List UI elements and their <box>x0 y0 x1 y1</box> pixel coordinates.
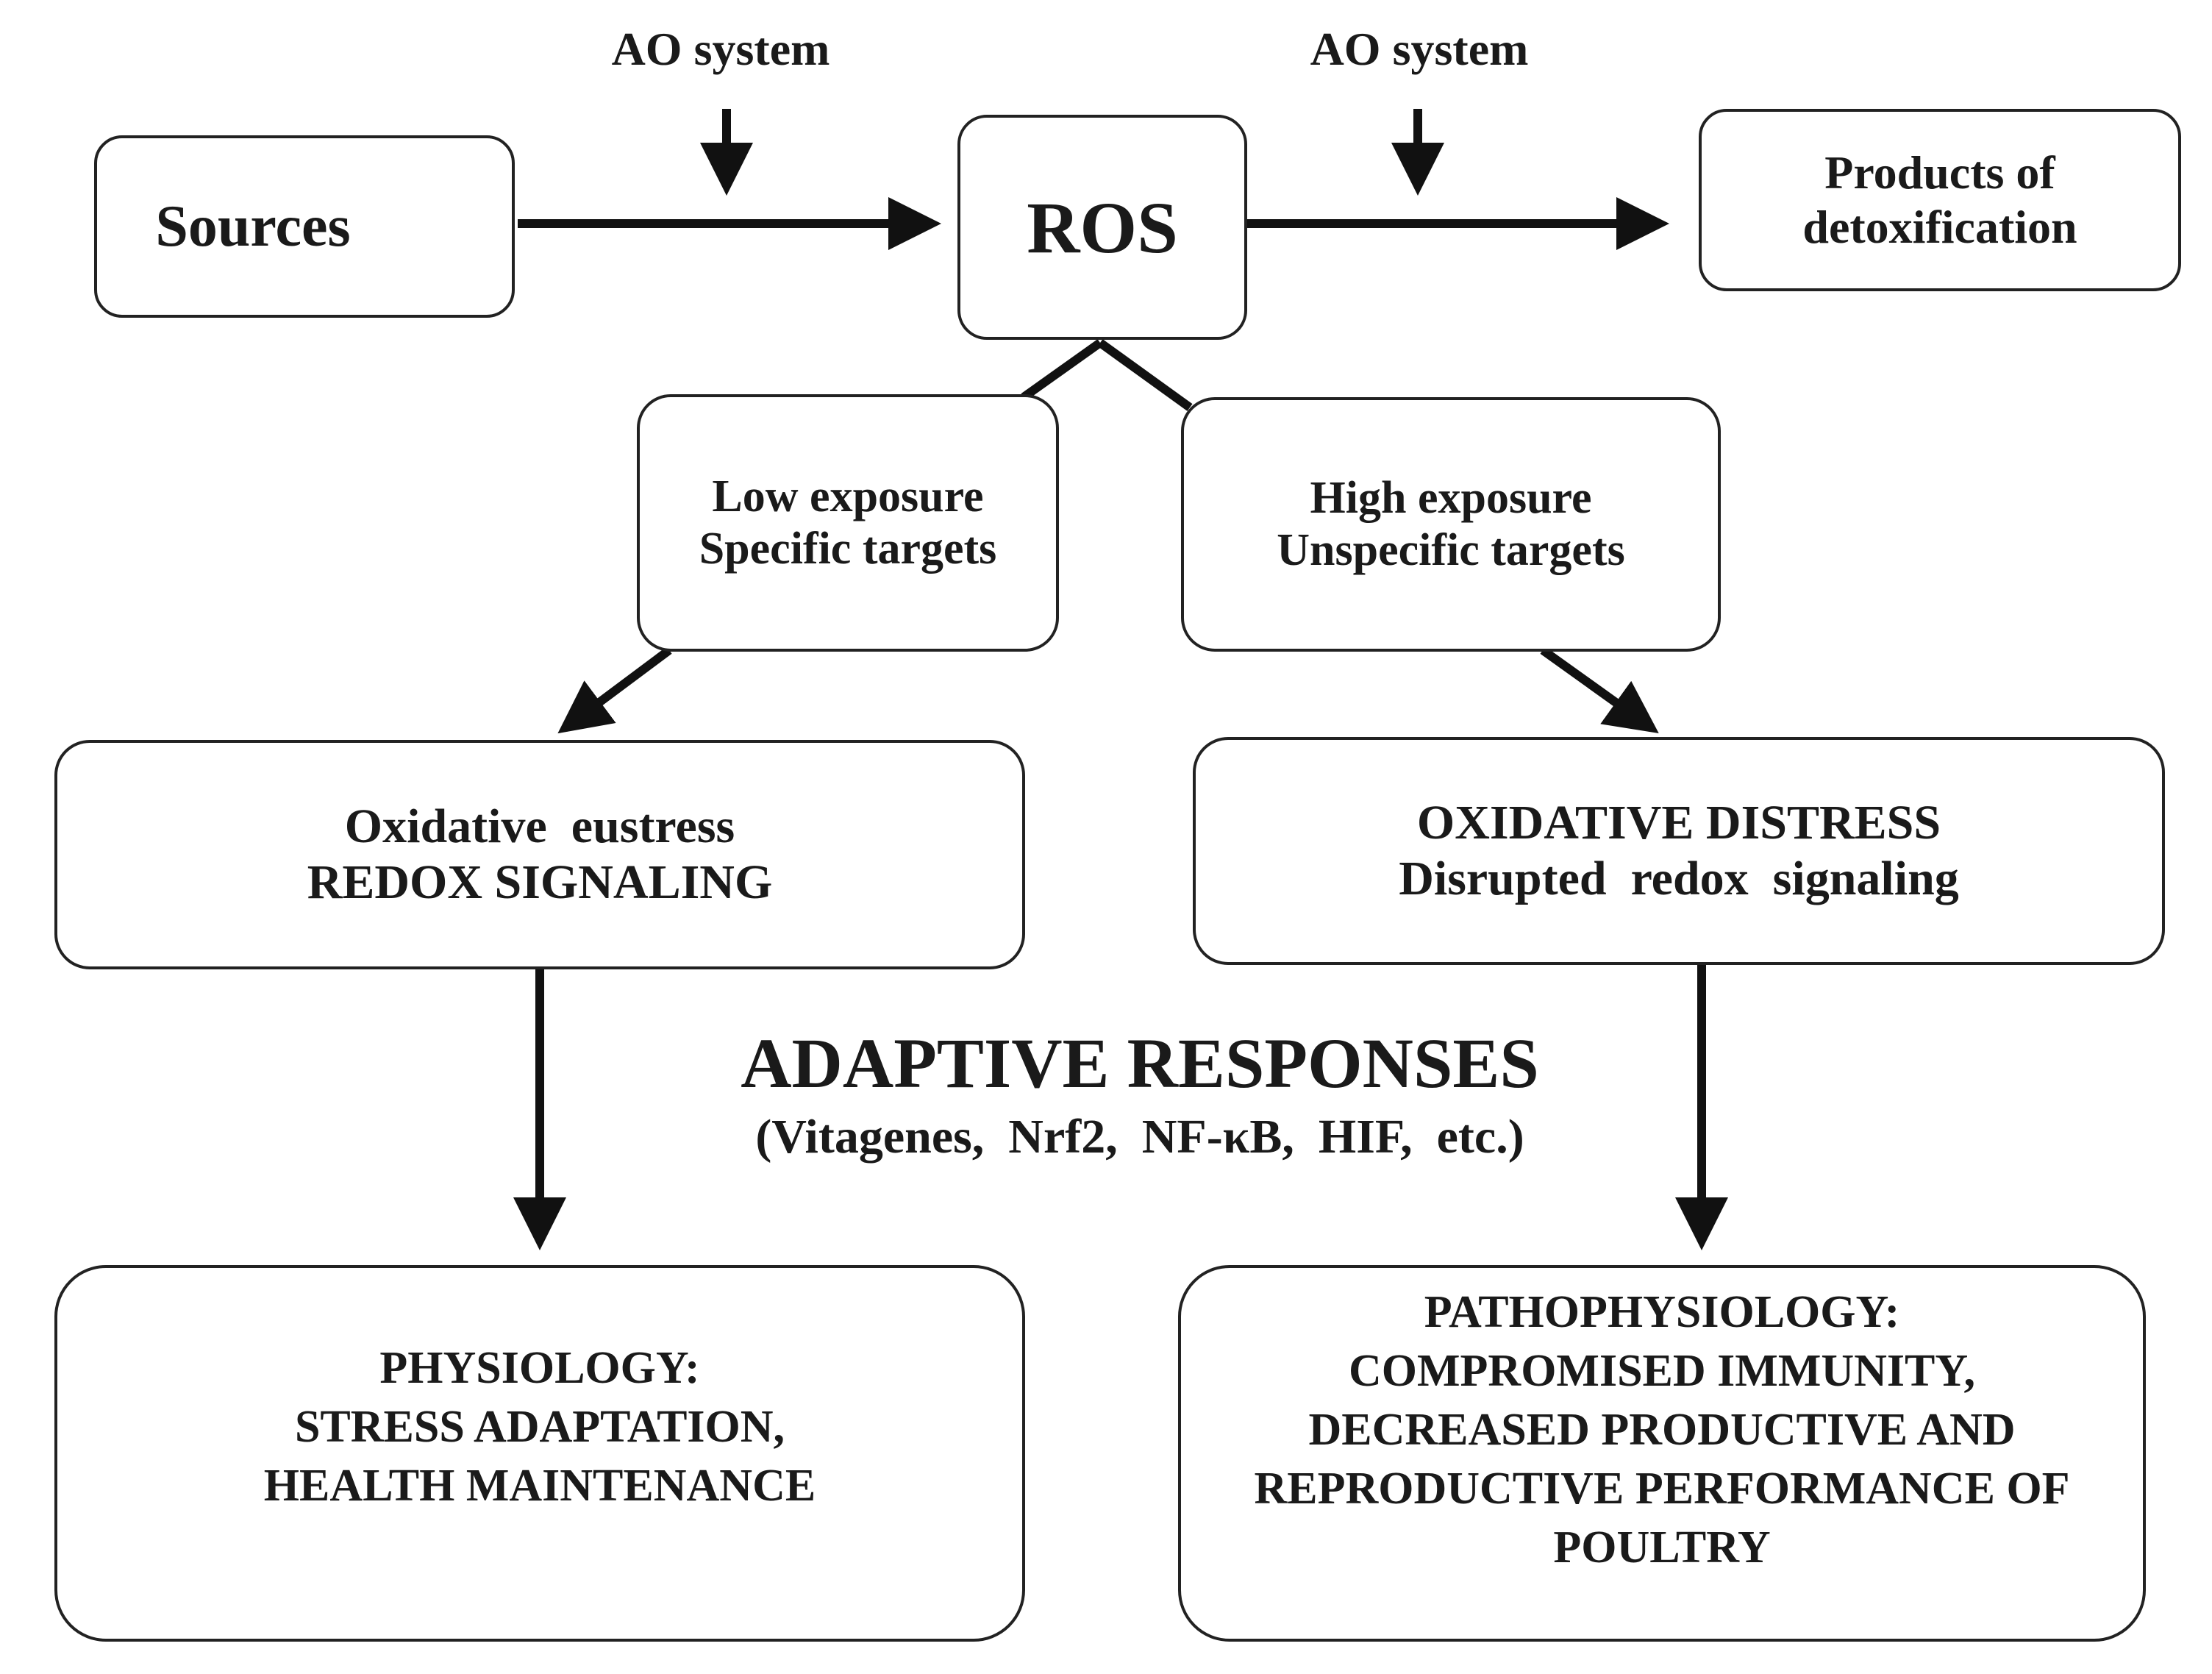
pathophysiology-line-3: DECREASED PRODUCTIVE AND <box>1308 1405 2016 1455</box>
sources-text: Sources <box>155 193 351 259</box>
eustress-line-2: REDOX SIGNALING <box>307 855 773 909</box>
eustress-box: Oxidative eustress REDOX SIGNALING <box>54 740 1025 969</box>
connector-ros-to-high <box>1097 339 1193 411</box>
low-exposure-line-1: Low exposure <box>712 471 984 521</box>
ao-system-label-right: AO system <box>1310 23 1529 75</box>
ros-text: ROS <box>1027 186 1178 268</box>
connector-ros-to-low <box>1021 339 1103 401</box>
physiology-line-3: HEALTH MAINTENANCE <box>263 1461 816 1511</box>
high-exposure-line-2: Unspecific targets <box>1277 525 1625 575</box>
pathophysiology-line-1: PATHOPHYSIOLOGY: <box>1424 1287 1900 1337</box>
distress-line-2: Disrupted redox signaling <box>1399 852 1959 905</box>
products-box: Products of detoxification <box>1699 109 2181 291</box>
distress-box: OXIDATIVE DISTRESS Disrupted redox signa… <box>1193 737 2165 965</box>
arrow-low-to-eustress <box>557 647 672 734</box>
ros-box: ROS <box>957 115 1247 340</box>
high-exposure-line-1: High exposure <box>1310 473 1592 523</box>
pathophysiology-line-4: REPRODUCTIVE PERFORMANCE OF <box>1254 1464 2070 1514</box>
high-exposure-box: High exposure Unspecific targets <box>1181 397 1721 652</box>
arrow-high-to-distress <box>1540 647 1659 733</box>
products-line-2: detoxification <box>1802 201 2077 253</box>
pathophysiology-line-5: POULTRY <box>1553 1522 1771 1573</box>
low-exposure-line-2: Specific targets <box>699 524 997 574</box>
physiology-box: PHYSIOLOGY: STRESS ADAPTATION, HEALTH MA… <box>54 1265 1025 1642</box>
physiology-line-2: STRESS ADAPTATION, <box>294 1402 785 1452</box>
eustress-line-1: Oxidative eustress <box>344 799 735 853</box>
products-line-1: Products of <box>1824 146 2055 199</box>
pathophysiology-line-2: COMPROMISED IMMUNITY, <box>1349 1346 1975 1396</box>
adaptive-responses-title: ADAPTIVE RESPONSES <box>741 1024 1539 1103</box>
ao-system-label-left: AO system <box>611 23 830 75</box>
distress-line-1: OXIDATIVE DISTRESS <box>1416 796 1941 850</box>
physiology-line-1: PHYSIOLOGY: <box>379 1343 700 1393</box>
low-exposure-box: Low exposure Specific targets <box>637 394 1059 652</box>
sources-box: Sources <box>94 135 515 318</box>
adaptive-responses-subtitle: (Vitagenes, Nrf2, NF-κB, HIF, etc.) <box>755 1110 1524 1164</box>
pathophysiology-box: PATHOPHYSIOLOGY: COMPROMISED IMMUNITY, D… <box>1178 1265 2146 1642</box>
